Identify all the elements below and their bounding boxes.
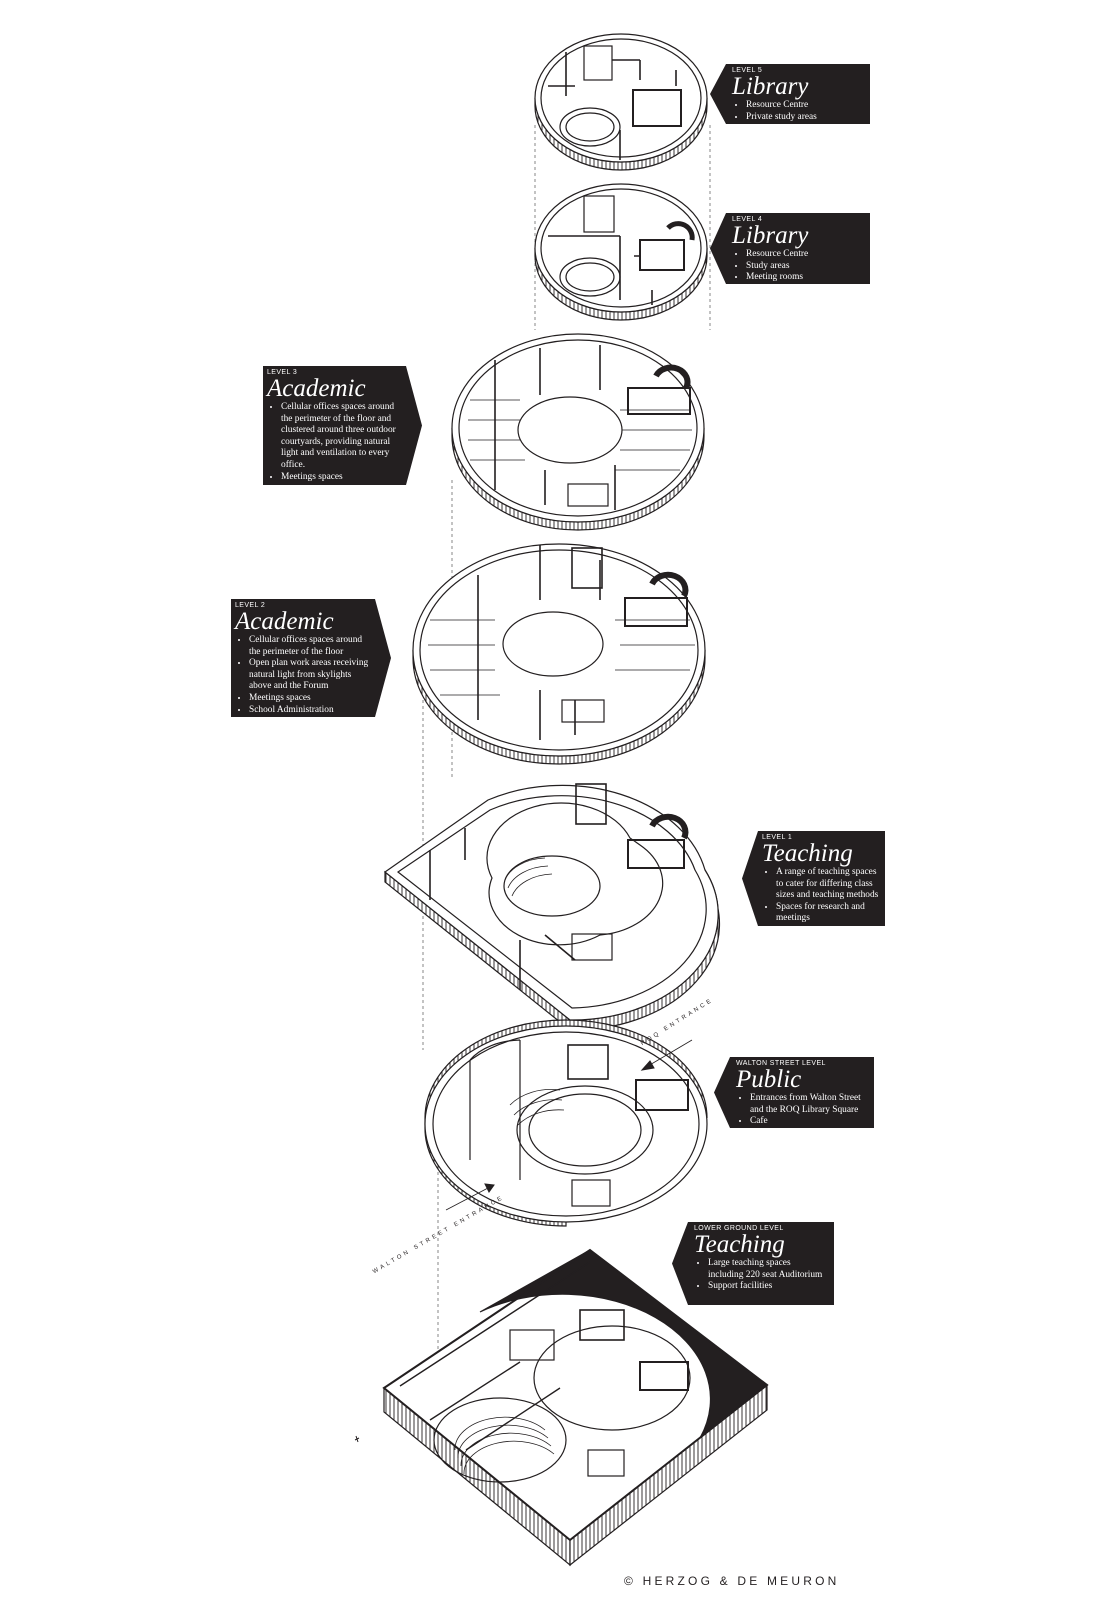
- label-walton-street-level: WALTON STREET LEVEL Public Entrances fro…: [714, 1057, 874, 1128]
- level-5-item: Private study areas: [746, 112, 864, 124]
- level-4-title: Library: [732, 222, 809, 249]
- level-2-item: School Administration: [249, 705, 369, 717]
- floor-plan-walton-street-level: [424, 1019, 708, 1227]
- floor-plan-level-5: [534, 33, 708, 171]
- label-level-5: LEVEL 5 Library Resource Centre Private …: [710, 64, 870, 124]
- level-1-list: A range of teaching spaces to cater for …: [762, 867, 881, 925]
- level-4-item: Meeting rooms: [746, 272, 864, 284]
- level-2-item: Meetings spaces: [249, 693, 369, 705]
- level-2-title: Academic: [235, 608, 334, 635]
- copyright-notice: © HERZOG & DE MEURON: [624, 1574, 840, 1588]
- lower-ground-list: Large teaching spaces including 220 seat…: [694, 1258, 828, 1293]
- level-2-item: Cellular offices spaces around the perim…: [249, 635, 369, 658]
- floor-plan-lower-ground-level: [382, 1248, 769, 1567]
- floor-plan-level-4: [534, 183, 708, 321]
- floor-plan-level-2: [412, 543, 706, 765]
- level-1-item: A range of teaching spaces to cater for …: [776, 867, 881, 902]
- level-4-list: Resource Centre Study areas Meeting room…: [732, 249, 864, 284]
- level-4-item: Resource Centre: [746, 249, 864, 261]
- level-1-title: Teaching: [762, 840, 853, 867]
- label-lower-ground-level: LOWER GROUND LEVEL Teaching Large teachi…: [672, 1222, 834, 1305]
- lower-ground-item: Support facilities: [708, 1281, 828, 1293]
- lower-ground-item: Large teaching spaces including 220 seat…: [708, 1258, 828, 1281]
- walton-level-item: Cafe: [750, 1116, 868, 1128]
- level-2-item: Open plan work areas receiving natural l…: [249, 658, 369, 693]
- level-2-list: Cellular offices spaces around the perim…: [235, 635, 369, 716]
- label-level-1: LEVEL 1 Teaching A range of teaching spa…: [742, 831, 885, 926]
- walton-level-item: Entrances from Walton Street and the ROQ…: [750, 1093, 868, 1116]
- level-2-tag: LEVEL 2: [235, 602, 266, 609]
- level-5-item: Resource Centre: [746, 100, 864, 112]
- level-3-item: Meetings spaces: [281, 472, 400, 484]
- walton-level-title: Public: [736, 1066, 802, 1093]
- lower-ground-title: Teaching: [694, 1231, 785, 1258]
- north-marker: [354, 1435, 360, 1443]
- walton-level-tag: WALTON STREET LEVEL: [736, 1060, 826, 1067]
- entrance-arrows: [445, 1039, 693, 1211]
- level-3-item: Cellular offices spaces around the perim…: [281, 402, 400, 472]
- level-5-list: Resource Centre Private study areas: [732, 100, 864, 123]
- floor-plan-level-3: [451, 333, 705, 531]
- lower-ground-tag: LOWER GROUND LEVEL: [694, 1225, 784, 1232]
- level-4-tag: LEVEL 4: [732, 216, 763, 223]
- floor-plan-level-1: [383, 783, 721, 1032]
- level-1-item: Spaces for research and meetings: [776, 902, 881, 925]
- label-level-2: LEVEL 2 Academic Cellular offices spaces…: [231, 599, 391, 717]
- level-3-title: Academic: [267, 375, 366, 402]
- level-4-item: Study areas: [746, 261, 864, 273]
- level-3-list: Cellular offices spaces around the perim…: [267, 402, 400, 483]
- level-3-tag: LEVEL 3: [267, 369, 298, 376]
- level-1-tag: LEVEL 1: [762, 834, 793, 841]
- level-5-title: Library: [732, 73, 809, 100]
- label-level-3: LEVEL 3 Academic Cellular offices spaces…: [263, 366, 422, 485]
- walton-level-list: Entrances from Walton Street and the ROQ…: [736, 1093, 868, 1128]
- level-5-tag: LEVEL 5: [732, 67, 763, 74]
- label-level-4: LEVEL 4 Library Resource Centre Study ar…: [710, 213, 870, 284]
